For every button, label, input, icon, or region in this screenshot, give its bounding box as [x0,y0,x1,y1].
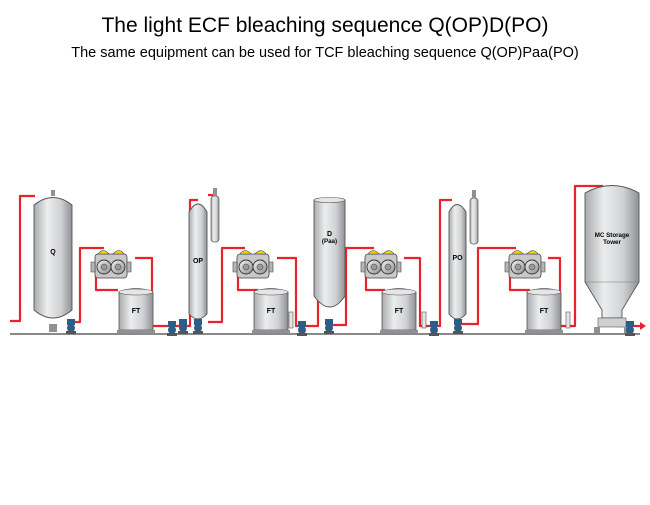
washer-4 [504,250,546,279]
op-pump [193,319,203,334]
po-pump [453,319,463,334]
washer-3 [360,250,402,279]
stub-3 [421,311,427,329]
ft-label-4: FT [540,308,549,315]
ft-tank-4: FT [524,288,564,334]
ft-label-2: FT [267,308,276,315]
d-tower: D (Paa) [313,197,346,308]
ft-label-1: FT [132,308,141,315]
q-pump [66,319,76,334]
diagram-subtitle: The same equipment can be used for TCF b… [71,45,579,61]
q-tower-label: Q [50,249,56,256]
op-tower: OP [188,203,208,320]
pump-1 [167,321,177,336]
storage-pump [625,321,635,336]
ft-tank-2: FT [251,288,291,334]
washer-2 [232,250,274,279]
po-tower: PO [448,204,467,320]
op-tower-label: OP [193,258,203,265]
diagram-title: The light ECF bleaching sequence Q(OP)D(… [101,14,549,37]
washer-1 [90,250,132,279]
ft-tank-3: FT [379,288,419,334]
ft-tank-1: FT [116,288,156,334]
pump-2 [297,321,307,336]
ft-label-3: FT [395,308,404,315]
po-tower-label: PO [452,255,463,262]
op-blow-tube [210,188,220,243]
storage-label-2: Tower [603,239,621,246]
d-pump [324,319,334,334]
po-blow-tube [469,190,479,245]
d-tower-label-2: (Paa) [322,238,337,245]
d-tower-label-1: D [327,231,332,238]
mc-storage-tower: MC Storage Tower [584,185,640,333]
storage-label-1: MC Storage [595,232,630,239]
q-tower: Q [33,190,73,332]
pump-3 [429,321,439,336]
stub-2 [288,311,294,329]
mixer-1 [178,319,188,334]
outlet-arrow [640,322,646,330]
stub-4 [565,311,571,329]
